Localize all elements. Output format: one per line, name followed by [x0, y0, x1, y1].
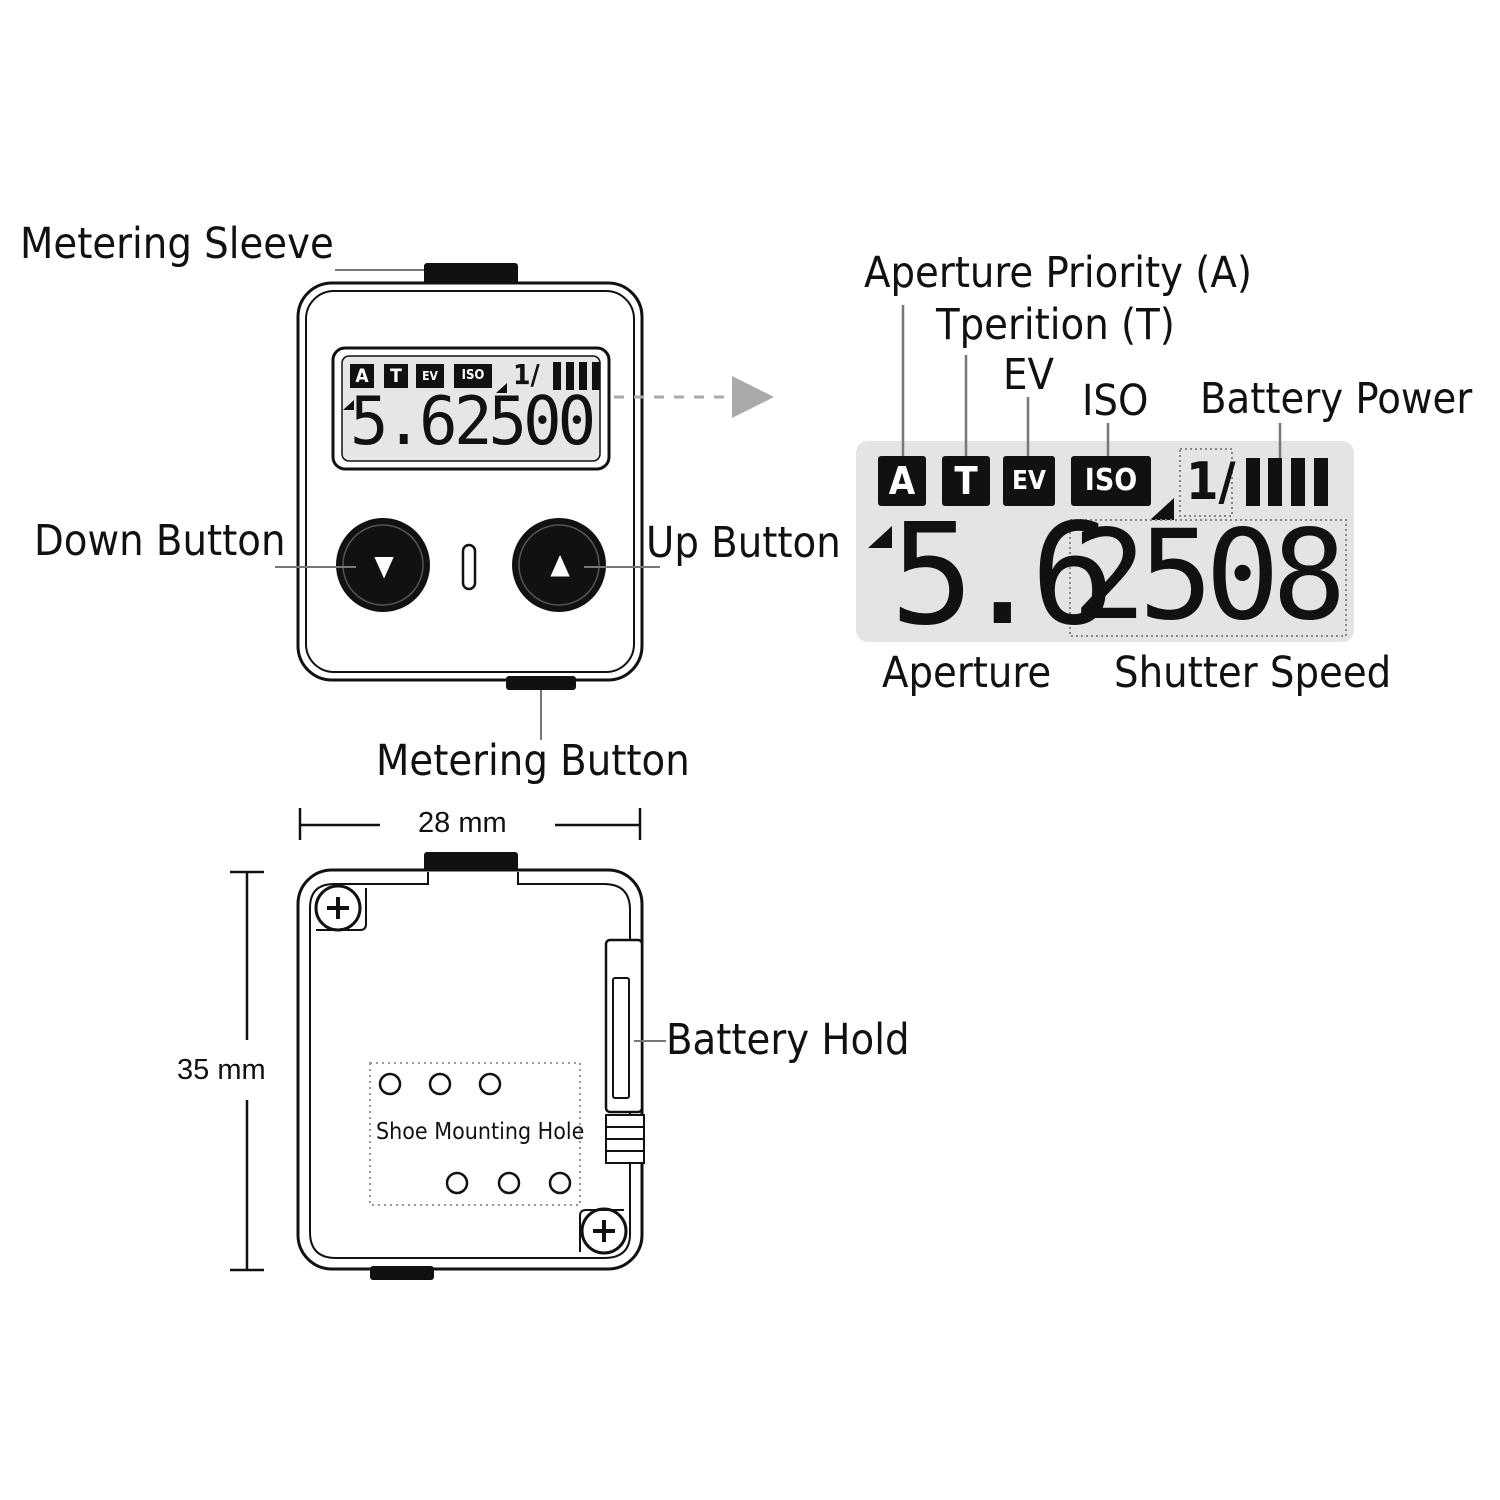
front-body-outer	[296, 281, 644, 682]
shoe-mount-area	[369, 1062, 581, 1206]
mount-hole	[428, 1072, 452, 1096]
down-button-body	[336, 518, 430, 612]
front-body-inner	[305, 290, 635, 673]
dimension-width: 28 mm	[418, 807, 507, 839]
small-lcd-mode-iso: ISO	[461, 368, 485, 383]
label-ev: EV	[1003, 350, 1054, 400]
label-aperture: Aperture	[882, 648, 1052, 698]
back-view	[296, 852, 645, 1280]
indicator-slot	[461, 543, 477, 591]
large-lcd-mode-t: T	[954, 459, 978, 503]
large-lcd-mode-ev: EV	[1011, 466, 1047, 496]
label-battery-power: Battery Power	[1200, 374, 1473, 424]
metering-sleeve	[424, 263, 518, 287]
mount-hole	[478, 1072, 502, 1096]
large-lcd-leaders	[901, 305, 1282, 458]
mount-hole	[497, 1171, 521, 1195]
label-metering-sleeve: Metering Sleeve	[20, 219, 334, 269]
small-lcd-mode-t: T	[390, 365, 402, 387]
back-bottom-foot	[370, 1266, 434, 1280]
up-arrow-icon: ▲	[550, 547, 570, 580]
battery-hold-door	[604, 938, 644, 1114]
label-down-button: Down Button	[34, 516, 286, 566]
label-shoe-mounting-hole: Shoe Mounting Hole	[376, 1119, 585, 1145]
dimension-height: 35 mm	[177, 1054, 266, 1086]
front-view	[296, 263, 644, 690]
label-aperture-priority: Aperture Priority (A)	[864, 248, 1252, 298]
label-tperition: Tperition (T)	[936, 300, 1175, 350]
dimension-lines	[230, 808, 642, 1272]
small-lcd-mode-ev: EV	[422, 369, 438, 383]
front-leaders	[275, 269, 660, 740]
mount-hole	[548, 1171, 572, 1195]
label-metering-button: Metering Button	[376, 736, 690, 786]
label-battery-hold: Battery Hold	[666, 1015, 910, 1065]
small-lcd-aperture-value: 5.6	[350, 383, 458, 461]
large-lcd-mode-iso: ISO	[1084, 463, 1138, 498]
metering-button-body	[506, 676, 576, 690]
large-lcd-mode-a: A	[888, 459, 916, 503]
small-lcd-mode-a: A	[355, 365, 369, 387]
label-shutter-speed: Shutter Speed	[1114, 648, 1392, 698]
label-iso: ISO	[1082, 376, 1149, 426]
large-lcd	[856, 441, 1354, 642]
large-lcd-aperture-value: 5.6	[890, 494, 1115, 657]
mount-hole	[378, 1072, 402, 1096]
down-arrow-icon: ▼	[374, 549, 394, 582]
small-lcd-shutter-value: 2500	[454, 383, 596, 461]
label-up-button: Up Button	[646, 518, 841, 568]
large-lcd-shutter-value: 2508	[1072, 504, 1347, 648]
mount-hole	[445, 1171, 469, 1195]
large-lcd-shutter-prefix: 1/	[1186, 452, 1236, 512]
up-button-body	[512, 518, 606, 612]
small-lcd-shutter-prefix: 1/	[513, 358, 540, 391]
